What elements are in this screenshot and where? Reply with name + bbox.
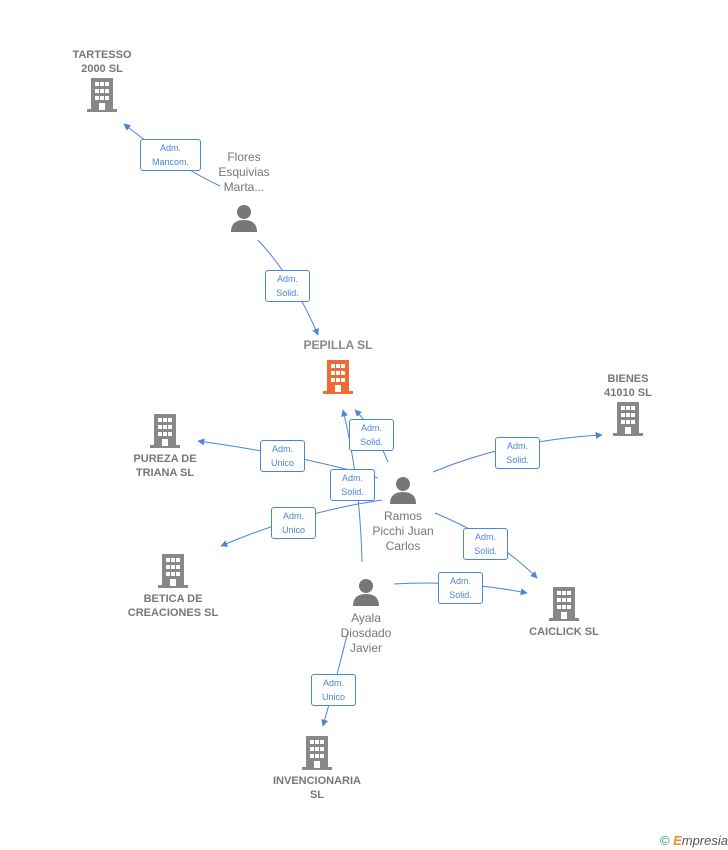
edge-label-ramos-pepilla[interactable]: Adm. Solid. — [349, 419, 394, 451]
building-icon — [50, 76, 154, 112]
copyright-icon: © — [659, 833, 670, 848]
person-icon — [358, 475, 448, 505]
edge-label-ramos-betica[interactable]: Adm. Unico — [271, 507, 316, 539]
building-icon — [578, 400, 678, 436]
node-label: CAICLICK SL — [529, 626, 599, 638]
node-pepilla[interactable]: PEPILLA SL — [280, 338, 396, 394]
edge-label-ayala-pepilla[interactable]: Adm. Solid. — [330, 469, 375, 501]
node-caiclick[interactable]: CAICLICK SL — [514, 585, 614, 639]
building-icon — [280, 358, 396, 394]
node-label: BETICA DE CREACIONES SL — [127, 593, 219, 619]
building-icon — [115, 412, 215, 448]
node-label: TARTESSO 2000 SL — [72, 49, 132, 75]
node-label: PUREZA DE TRIANA SL — [133, 453, 197, 479]
node-label: Flores Esquivias Marta... — [218, 150, 270, 194]
building-icon — [262, 734, 372, 770]
edge-label-ramos-caiclick[interactable]: Adm. Solid. — [463, 528, 508, 560]
node-ayala[interactable]: Ayala Diosdado Javier — [321, 577, 411, 656]
node-label: PEPILLA SL — [303, 338, 373, 352]
brand-name: mpresia — [681, 833, 728, 848]
edge-label-ramos-pureza[interactable]: Adm. Unico — [260, 440, 305, 472]
edge-label-ramos-bienes[interactable]: Adm. Solid. — [495, 437, 540, 469]
building-icon — [113, 552, 233, 588]
node-ramos[interactable]: Ramos Picchi Juan Carlos — [358, 475, 448, 554]
brand-initial: E — [673, 833, 682, 848]
edge-label-flores-pepilla[interactable]: Adm. Solid. — [265, 270, 310, 302]
node-bienes[interactable]: BIENES 41010 SL — [578, 372, 678, 436]
brand-logo: © Empresia — [660, 833, 728, 848]
node-tartesso[interactable]: TARTESSO 2000 SL — [50, 48, 154, 112]
node-label: Ramos Picchi Juan Carlos — [372, 509, 434, 553]
node-betica[interactable]: BETICA DE CREACIONES SL — [113, 552, 233, 620]
edge-label-ayala-invencionaria[interactable]: Adm. Unico — [311, 674, 356, 706]
edge-label-ayala-caiclick[interactable]: Adm. Solid. — [438, 572, 483, 604]
node-label: Ayala Diosdado Javier — [340, 611, 392, 655]
node-label: INVENCIONARIA SL — [272, 775, 361, 801]
person-icon — [321, 577, 411, 607]
building-icon — [514, 585, 614, 621]
node-flores[interactable]: Flores Esquivias Marta... — [198, 150, 290, 233]
node-label: BIENES 41010 SL — [604, 373, 652, 399]
node-pureza[interactable]: PUREZA DE TRIANA SL — [115, 412, 215, 480]
node-invencionaria[interactable]: INVENCIONARIA SL — [262, 734, 372, 802]
person-icon — [198, 203, 290, 233]
edge-label-flores-tartesso[interactable]: Adm. Mancom. — [140, 139, 201, 171]
